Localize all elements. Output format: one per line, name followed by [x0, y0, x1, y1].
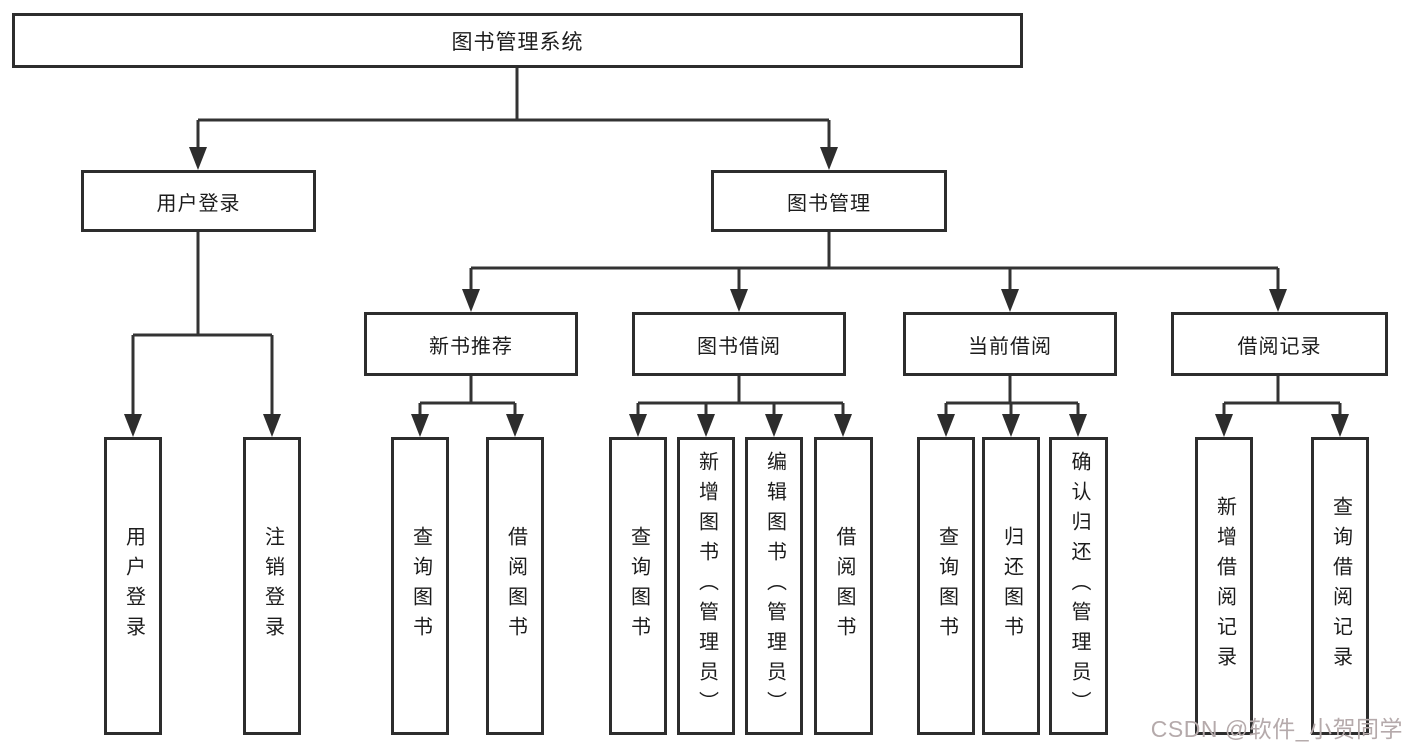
arrowhead [124, 414, 142, 437]
arrowhead [1002, 414, 1020, 437]
node-book-borrow-label: 图书借阅 [697, 335, 781, 358]
connector-root-to-level2 [196, 68, 831, 150]
node-new-book-rec: 新书推荐 [364, 312, 578, 376]
node-current-borrow-label: 当前借阅 [968, 335, 1052, 358]
leaf-query-book-2-label: 查询图书 [627, 526, 650, 646]
watermark: CSDN @软件_小贺同学 [1150, 716, 1403, 742]
connector-segments [131, 68, 1342, 418]
leaf-edit-book-label: 编辑图书（管理员） [763, 451, 786, 721]
leaf-add-record: 新增借阅记录 [1195, 437, 1253, 735]
node-book-borrow: 图书借阅 [632, 312, 846, 376]
leaf-logout-label: 注销登录 [261, 526, 284, 646]
arrowhead [462, 289, 480, 312]
node-root-label: 图书管理系统 [451, 30, 584, 54]
arrowhead [506, 414, 524, 437]
leaf-edit-book: 编辑图书（管理员） [745, 437, 803, 735]
leaf-query-book-3-label: 查询图书 [935, 526, 958, 646]
leaf-add-record-label: 新增借阅记录 [1213, 496, 1236, 676]
node-book-mgmt: 图书管理 [711, 170, 947, 232]
node-user-login-label: 用户登录 [156, 192, 241, 215]
node-new-book-rec-label: 新书推荐 [429, 335, 513, 358]
node-book-mgmt-label: 图书管理 [787, 192, 871, 215]
connector-bookborrow-to-leaves [636, 375, 845, 418]
arrowhead [189, 147, 207, 170]
arrowhead [1215, 414, 1233, 437]
arrowhead [765, 414, 783, 437]
arrowhead [1269, 289, 1287, 312]
arrowhead [411, 414, 429, 437]
leaf-borrow-book-1: 借阅图书 [486, 437, 544, 735]
leaf-return-book-label: 归还图书 [1000, 526, 1023, 646]
arrowhead [1069, 414, 1087, 437]
node-root: 图书管理系统 [12, 13, 1023, 68]
arrowhead [820, 147, 838, 170]
connector-currentborrow-to-leaves [944, 375, 1080, 418]
leaf-query-book-1: 查询图书 [391, 437, 449, 735]
leaf-add-book: 新增图书（管理员） [677, 437, 735, 735]
node-borrow-records: 借阅记录 [1171, 312, 1388, 376]
leaf-query-book-1-label: 查询图书 [409, 526, 432, 646]
arrowhead [697, 414, 715, 437]
leaf-logout: 注销登录 [243, 437, 301, 735]
node-borrow-records-label: 借阅记录 [1237, 335, 1322, 358]
leaf-return-book: 归还图书 [982, 437, 1040, 735]
arrowhead [730, 289, 748, 312]
connector-userlogin-to-leaves [131, 232, 274, 418]
leaf-add-book-label: 新增图书（管理员） [695, 451, 718, 721]
arrowhead [834, 414, 852, 437]
leaf-borrow-book-2: 借阅图书 [814, 437, 873, 735]
arrowhead [1331, 414, 1349, 437]
leaf-confirm-return-label: 确认归还（管理员） [1068, 451, 1090, 721]
leaf-query-book-2: 查询图书 [609, 437, 667, 735]
leaf-borrow-book-2-label: 借阅图书 [833, 526, 855, 646]
leaf-borrow-book-1-label: 借阅图书 [504, 526, 527, 646]
node-current-borrow: 当前借阅 [903, 312, 1117, 376]
leaf-query-record-label: 查询借阅记录 [1329, 496, 1352, 676]
node-user-login: 用户登录 [81, 170, 316, 232]
arrowhead [937, 414, 955, 437]
leaf-confirm-return: 确认归还（管理员） [1049, 437, 1108, 735]
arrowhead [263, 414, 281, 437]
connector-arrowheads [124, 147, 1349, 437]
connector-bookmgmt-to-level3 [469, 232, 1280, 293]
leaf-query-record: 查询借阅记录 [1311, 437, 1369, 735]
connector-newbookrec-to-leaves [418, 375, 517, 418]
arrowhead [629, 414, 647, 437]
leaf-query-book-3: 查询图书 [917, 437, 975, 735]
arrowhead [1001, 289, 1019, 312]
connector-borrowrecords-to-leaves [1222, 375, 1342, 418]
leaf-user-login-label: 用户登录 [122, 526, 145, 646]
leaf-user-login: 用户登录 [104, 437, 162, 735]
